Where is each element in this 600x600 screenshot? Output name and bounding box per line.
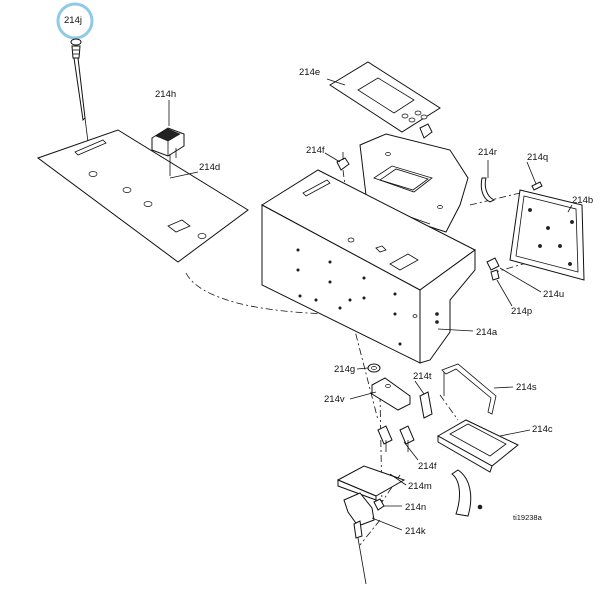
label-214e: 214e <box>299 67 320 78</box>
reference-code: ti19238a <box>513 513 543 522</box>
label-214p: 214p <box>511 306 532 317</box>
label-214f-top: 214f <box>306 145 325 156</box>
part-214f-top[interactable] <box>336 152 350 171</box>
label-214d: 214d <box>199 162 220 173</box>
label-214h: 214h <box>155 89 176 100</box>
label-214q: 214q <box>527 152 548 163</box>
part-214q-screw[interactable] <box>531 181 543 191</box>
part-214c-tray[interactable] <box>436 419 519 517</box>
leader-lines <box>168 78 573 531</box>
callout-labels: 214j 214h 214d 214e 214f 214r 214q 214b … <box>64 15 593 537</box>
label-214v: 214v <box>324 394 345 405</box>
part-214k-rod[interactable] <box>343 492 375 585</box>
part-214a-enclosure[interactable] <box>261 169 476 364</box>
part-214e-display[interactable] <box>329 61 441 139</box>
part-214d-plate[interactable] <box>36 129 249 263</box>
part-214g-grommet[interactable] <box>367 363 381 373</box>
part-214r-clip[interactable] <box>480 177 496 203</box>
part-214p-screw[interactable] <box>490 269 500 281</box>
part-214u-nut[interactable] <box>486 257 500 271</box>
part-214b-board[interactable] <box>509 189 585 281</box>
label-214j: 214j <box>64 15 82 26</box>
label-214c: 214c <box>532 424 553 435</box>
label-214s: 214s <box>516 382 537 393</box>
label-214a: 214a <box>476 327 498 338</box>
label-214u: 214u <box>543 289 564 300</box>
label-214g: 214g <box>334 364 355 375</box>
part-214t-clip[interactable] <box>419 391 433 419</box>
part-214s-handle[interactable] <box>441 363 497 415</box>
label-214t: 214t <box>413 371 432 382</box>
label-214k: 214k <box>405 526 426 537</box>
highlight-ring <box>56 2 94 40</box>
part-214m-plate[interactable] <box>336 465 406 501</box>
part-214h-switch[interactable] <box>151 127 185 176</box>
label-214b: 214b <box>572 195 593 206</box>
label-214r: 214r <box>478 147 497 158</box>
part-214f-bottom[interactable] <box>377 425 415 452</box>
label-214m: 214m <box>408 481 432 492</box>
part-214j[interactable] <box>56 2 94 159</box>
part-214v-bracket[interactable] <box>371 377 411 411</box>
label-214f-bottom: 214f <box>418 461 437 472</box>
label-214n: 214n <box>405 502 426 513</box>
